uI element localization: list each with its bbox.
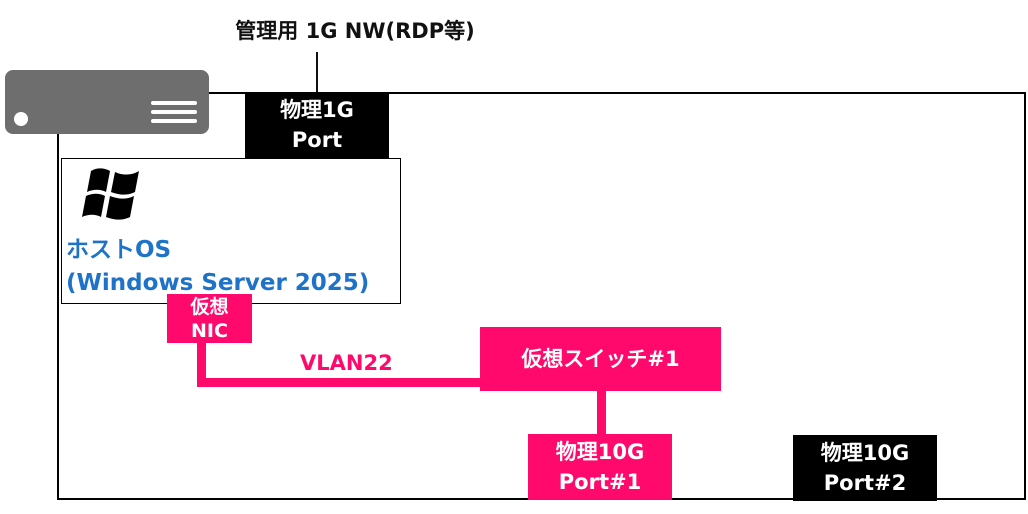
management-network-label: 管理用 1G NW(RDP等)	[235, 19, 475, 43]
vent-line-icon	[151, 110, 197, 114]
vnic-down-wire	[197, 342, 206, 387]
port-label-line2: Port#2	[823, 471, 907, 495]
physical-10g-port-2[interactable]: 物理10G Port#2	[793, 435, 937, 501]
port-label-line2: Port#1	[558, 470, 642, 494]
virtual-nic[interactable]: 仮想 NIC	[167, 294, 252, 343]
port-label-line1: 物理10G	[555, 440, 645, 464]
virtual-nic-line2: NIC	[191, 319, 228, 342]
port-label-line1: 物理1G	[280, 98, 354, 122]
host-os-name-line2: (Windows Server 2025)	[66, 270, 370, 296]
management-uplink-line	[316, 52, 318, 92]
vent-line-icon	[151, 119, 197, 123]
vent-line-icon	[151, 101, 197, 105]
vlan-label: VLAN22	[300, 351, 393, 375]
host-os-name: ホストOS (Windows Server 2025)	[66, 234, 396, 300]
vnic-to-switch-wire	[197, 378, 482, 387]
virtual-switch[interactable]: 仮想スイッチ#1	[480, 327, 721, 391]
port-label-line1: 物理10G	[820, 441, 910, 465]
physical-1g-port[interactable]: 物理1G Port	[245, 92, 389, 158]
power-led-icon	[14, 112, 28, 126]
port-label-line2: Port	[291, 128, 343, 152]
switch-to-port-wire	[597, 390, 606, 436]
host-os-name-line1: ホストOS	[66, 237, 172, 263]
physical-10g-port-1[interactable]: 物理10G Port#1	[528, 434, 672, 500]
windows-logo-icon	[82, 168, 139, 220]
virtual-nic-line1: 仮想	[190, 295, 229, 318]
